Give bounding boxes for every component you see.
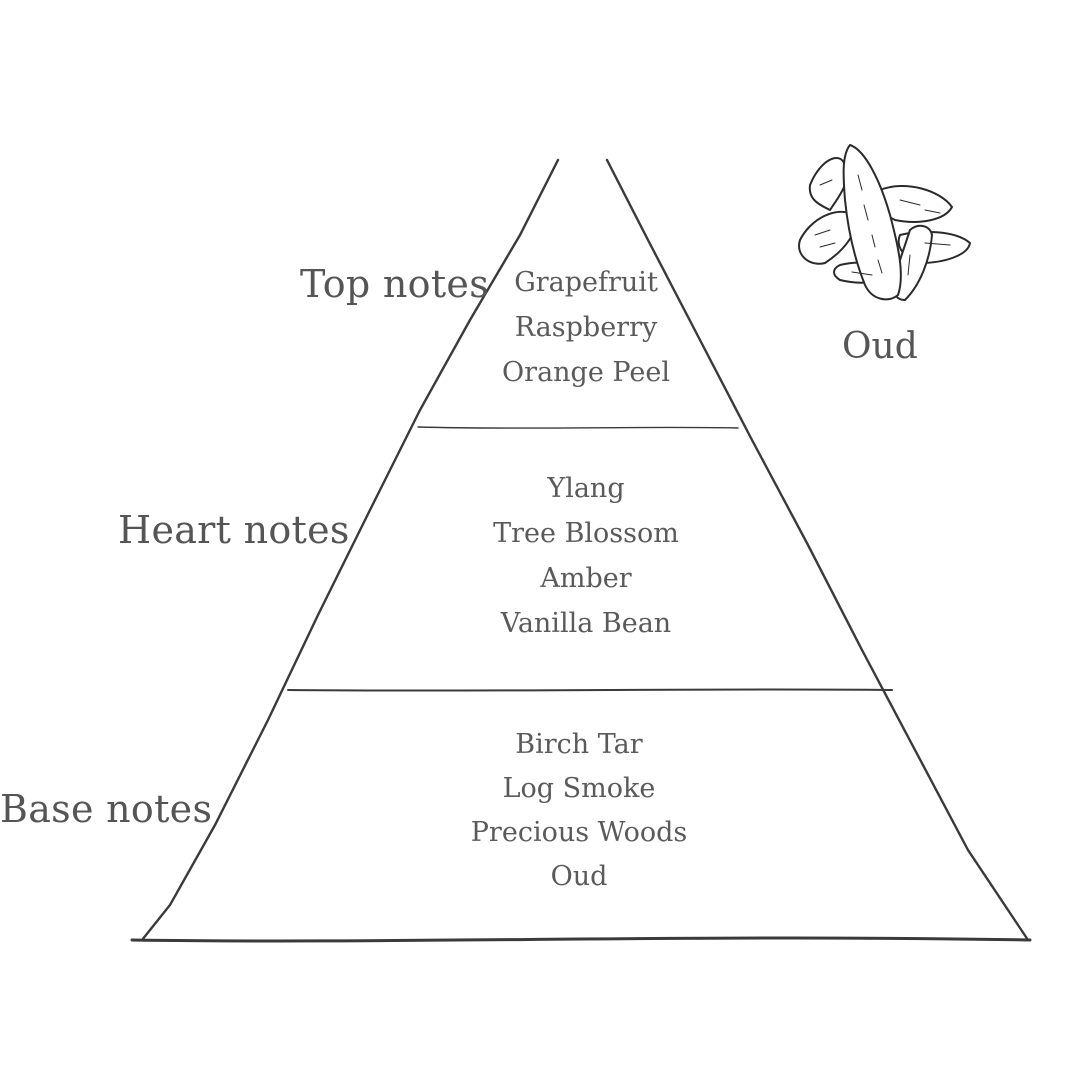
note-raspberry: Raspberry bbox=[514, 312, 658, 343]
pyramid-right-edge bbox=[605, 158, 1030, 942]
note-oud: Oud bbox=[550, 861, 608, 892]
base-notes-list: Birch Tar Log Smoke Precious Woods Oud bbox=[419, 723, 739, 899]
note-tree-blossom: Tree Blossom bbox=[493, 518, 679, 549]
note-log-smoke: Log Smoke bbox=[502, 773, 656, 804]
top-heart-divider bbox=[417, 426, 739, 429]
tier-label-base: Base notes bbox=[0, 787, 213, 831]
top-notes-list: Grapefruit Raspberry Orange Peel bbox=[426, 260, 746, 395]
note-vanilla-bean: Vanilla Bean bbox=[500, 608, 672, 639]
pyramid-left-edge bbox=[140, 158, 560, 942]
heart-base-divider bbox=[287, 688, 893, 692]
note-birch-tar: Birch Tar bbox=[515, 729, 643, 760]
note-grapefruit: Grapefruit bbox=[514, 267, 658, 298]
illustration-label-oud: Oud bbox=[842, 326, 918, 367]
note-precious-woods: Precious Woods bbox=[470, 817, 688, 848]
tier-label-top: Top notes bbox=[300, 262, 489, 306]
oud-wood-chips-icon bbox=[798, 144, 971, 301]
note-ylang: Ylang bbox=[547, 473, 625, 504]
note-orange-peel: Orange Peel bbox=[502, 357, 670, 388]
tier-label-heart: Heart notes bbox=[118, 508, 350, 552]
pyramid-base-line bbox=[130, 936, 1032, 943]
heart-notes-list: Ylang Tree Blossom Amber Vanilla Bean bbox=[426, 466, 746, 646]
note-amber: Amber bbox=[540, 563, 632, 594]
